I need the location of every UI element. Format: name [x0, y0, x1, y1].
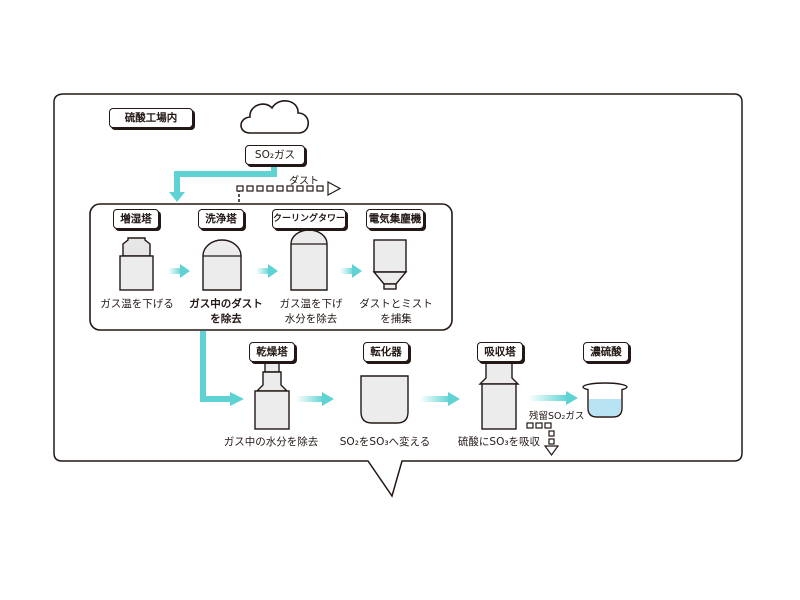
dust-exhaust-arrow: [236, 180, 342, 204]
precipitator-caption: ダストとミストを捕集: [359, 298, 433, 325]
electrostatic-precipitator-icon: [372, 239, 408, 290]
drying-caption: ガス中の水分を除去: [223, 436, 319, 448]
gas-cloud-icon: [240, 100, 310, 134]
so2-gas-label: SO₂ガス: [245, 145, 305, 165]
dust-label: ダスト: [289, 176, 319, 187]
residual-gas-label: 残留SO₂ガス: [529, 411, 585, 422]
absorption-tower-label: 吸収塔: [477, 342, 523, 362]
scrubber-caption: ガス中のダストを除去: [189, 298, 263, 325]
sulfuric-acid-tank-icon: [582, 382, 628, 418]
converter-icon: [360, 375, 409, 424]
residual-gas-outlet-arrow: [526, 422, 560, 457]
absorption-tower-icon: [478, 362, 520, 430]
humidifier-tower-label: 増湿塔: [113, 209, 159, 229]
absorption-caption: 硫酸にSO₃を吸収: [457, 436, 541, 448]
flow-arrows-stage1: [168, 264, 362, 278]
converter-label: 転化器: [363, 342, 409, 362]
flow-arrow-gas-in: [169, 166, 277, 202]
humidifier-tower-icon: [119, 237, 154, 291]
cooling-tower-label: クーリングタワー: [272, 209, 346, 229]
factory-title: 硫酸工場内: [109, 108, 193, 128]
cooling-tower-caption: ガス温を下げ水分を除去: [279, 298, 343, 325]
cooling-tower-icon: [290, 229, 328, 291]
converter-caption: SO₂をSO₃へ変える: [339, 436, 431, 448]
sulfuric-acid-label: 濃硫酸: [583, 342, 629, 362]
electrostatic-precipitator-label: 電気集塵機: [366, 209, 424, 229]
drying-tower-label: 乾燥塔: [249, 342, 295, 362]
scrubber-tower-label: 洗浄塔: [198, 209, 244, 229]
drying-tower-icon: [254, 361, 290, 430]
flow-arrow-to-drying: [200, 331, 244, 406]
humidifier-caption: ガス温を下げる: [100, 298, 174, 310]
flow-arrows-stage2: [296, 391, 578, 406]
scrubber-tower-icon: [202, 239, 242, 291]
